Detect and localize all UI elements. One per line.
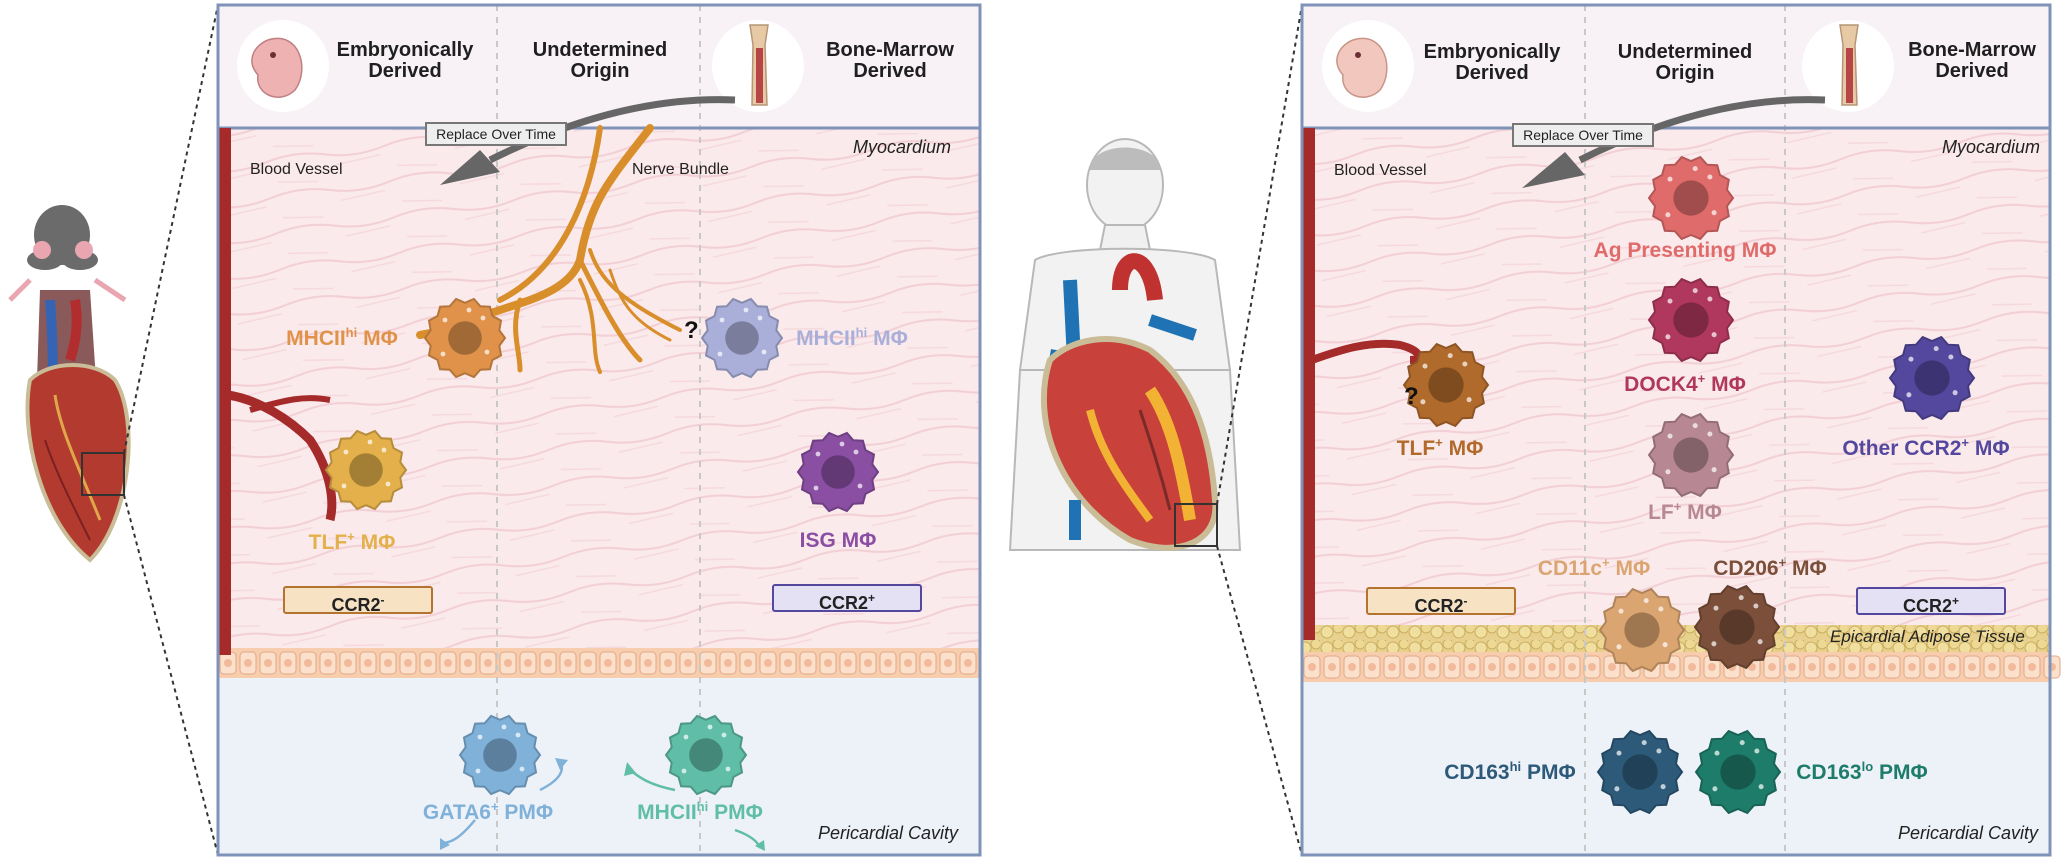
header-embryonic-left: Embryonically Derived (336, 39, 474, 82)
header-undetermined-right: Undetermined Origin (1617, 41, 1753, 84)
nerve-bundle-label: Nerve Bundle (632, 161, 729, 178)
myocardium-label-left: Myocardium (853, 137, 952, 157)
pericardial-cavity-label-right: Pericardial Cavity (1898, 823, 2039, 843)
cd163-lo-pmac-label: CD163lo PMΦ (1796, 759, 1928, 784)
cd206-mac-cell (1693, 584, 1781, 670)
replace-over-time-label-right: Replace Over Time (1512, 123, 1654, 147)
header-undetermined-left: Undetermined Origin (532, 39, 668, 82)
myocardium-label-right: Myocardium (1942, 137, 2041, 157)
header-bone-marrow-right: Bone-Marrow Derived (1908, 39, 2036, 82)
other-ccr2-mac-label: Other CCR2+ MΦ (1842, 435, 2010, 460)
cd163-hi-pmac-label: CD163hi PMΦ (1444, 759, 1576, 784)
blood-vessel-label-right: Blood Vessel (1334, 162, 1427, 179)
cd11c-mac-label: CD11c+ MΦ (1537, 555, 1651, 580)
human-illustration (1008, 4, 1303, 856)
header-embryonic-right: Embryonically Derived (1423, 41, 1561, 84)
isg-mac-label: ISG MΦ (799, 529, 877, 552)
ccr2-negative-badge-right: CCR2- (1366, 587, 1516, 616)
cd163-lo-pmac-cell (1694, 729, 1782, 815)
header-bone-marrow-left: Bone-Marrow Derived (826, 39, 954, 82)
gata6-pmac-cell (458, 714, 542, 796)
cd206-mac-label: CD206+ MΦ (1713, 555, 1827, 580)
dock4-mac-cell (1647, 277, 1735, 363)
mhcii-hi-mac-label-left: MHCIIhi MΦ (286, 325, 398, 350)
lf-mac-cell (1647, 412, 1735, 498)
blood-vessel-label-left: Blood Vessel (250, 161, 343, 178)
ccr2-positive-badge-right: CCR2+ (1856, 587, 2006, 616)
gata6-pmac-label: GATA6+ PMΦ (422, 799, 554, 824)
replace-over-time-label-left: Replace Over Time (425, 122, 567, 146)
mhcii-hi-pmac-label: MHCIIhi PMΦ (637, 799, 763, 824)
other-ccr2-mac-cell (1888, 335, 1976, 421)
question-mark-left: ? (684, 317, 699, 344)
left-panel (216, 3, 982, 857)
dock4-mac-label: DOCK4+ MΦ (1624, 371, 1746, 396)
tlf-mac-cell-left (324, 429, 408, 511)
ag-presenting-mac-cell (1647, 155, 1735, 241)
mhcii-hi-mac-label-right: MHCIIhi MΦ (796, 325, 908, 350)
ccr2-positive-badge-left: CCR2+ (772, 584, 922, 613)
mhcii-hi-mac-cell-left (423, 297, 507, 379)
tlf-mac-cell-right (1402, 342, 1490, 428)
cd11c-mac-cell (1598, 587, 1686, 673)
tlf-mac-label-left: TLF+ MΦ (308, 529, 396, 554)
cd163-hi-pmac-cell (1596, 729, 1684, 815)
lf-mac-label: LF+ MΦ (1648, 499, 1722, 524)
mhcii-hi-mac-cell-right (700, 297, 784, 379)
isg-mac-cell (796, 431, 880, 513)
ag-presenting-mac-label: Ag Presenting MΦ (1593, 239, 1777, 262)
pericardial-arrows (440, 758, 765, 851)
mhcii-hi-pmac-cell (664, 714, 748, 796)
epicardial-adipose-label: Epicardial Adipose Tissue (1830, 627, 2025, 646)
question-mark-right: ? (1404, 383, 1419, 410)
pericardial-cavity-label-left: Pericardial Cavity (818, 823, 959, 843)
mouse-illustration (8, 4, 219, 856)
epicardium-layer-left (218, 648, 980, 678)
tlf-mac-label-right: TLF+ MΦ (1396, 435, 1484, 460)
epicardium-layer-right (1302, 652, 2061, 682)
ccr2-negative-badge-left: CCR2- (283, 586, 433, 615)
